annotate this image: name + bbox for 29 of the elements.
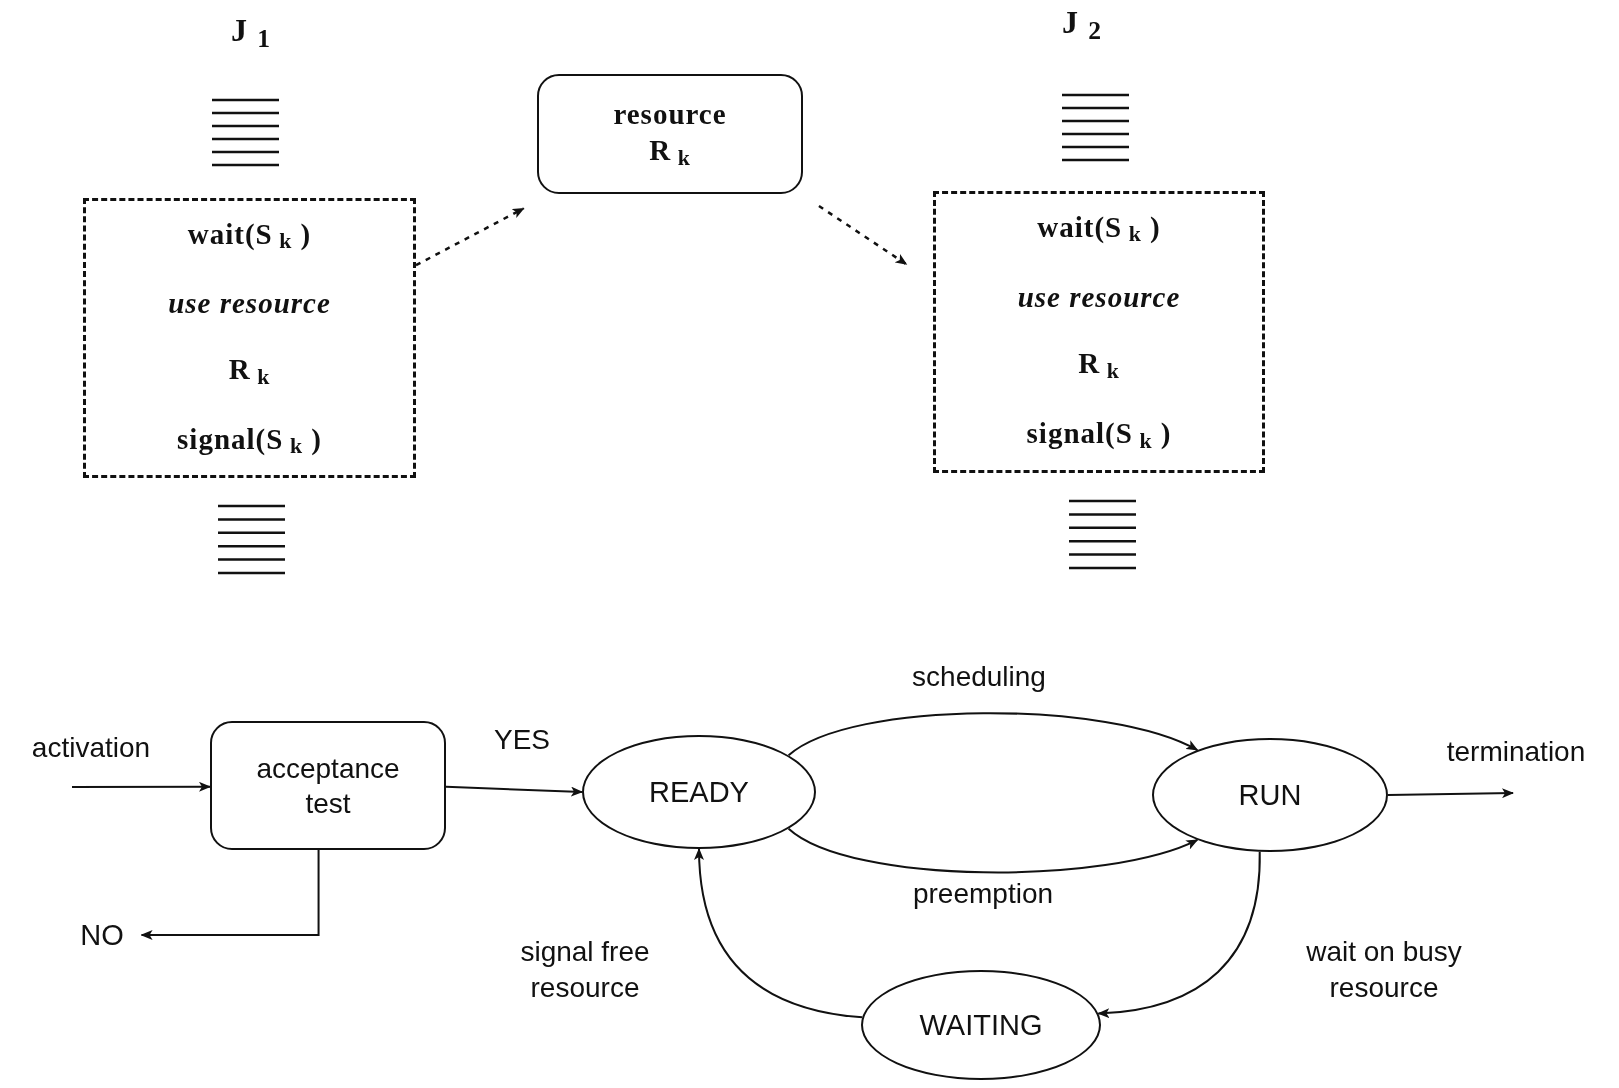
task-box [83,198,416,478]
arrow [818,204,908,266]
node-label: R$_{k}$ [649,133,691,172]
task-label: J$_{2}$ [1062,4,1102,47]
arrow [71,781,211,792]
step-text: R$_{k}$ [228,352,271,391]
node-label: acceptance test [255,751,401,821]
arrow [787,827,1199,874]
task-label: J$_{1}$ [231,12,271,55]
step-text: use resource [168,286,331,322]
task-box [933,191,1265,473]
process-box [210,721,446,850]
step-text: use resource [1017,279,1181,315]
arrow [787,712,1199,757]
node-label: RUN [1238,777,1302,813]
step-text: wait(S$_{k}$ ) [1037,210,1161,249]
step-text: wait(S$_{k}$ ) [187,216,312,256]
step-text: signal(S$_{k}$ ) [1026,416,1172,455]
step-text: R$_{k}$ [1078,346,1120,385]
step-text: signal(S$_{k}$ ) [177,421,322,460]
arrow [415,207,525,267]
node-label: WAITING [919,1007,1043,1043]
arrow [1387,788,1514,799]
process-box [537,74,803,194]
node-label: READY [649,774,749,810]
arrow [140,849,320,940]
node-label: NO [80,917,124,953]
arrow [445,785,583,797]
node-label: resource [613,97,727,133]
